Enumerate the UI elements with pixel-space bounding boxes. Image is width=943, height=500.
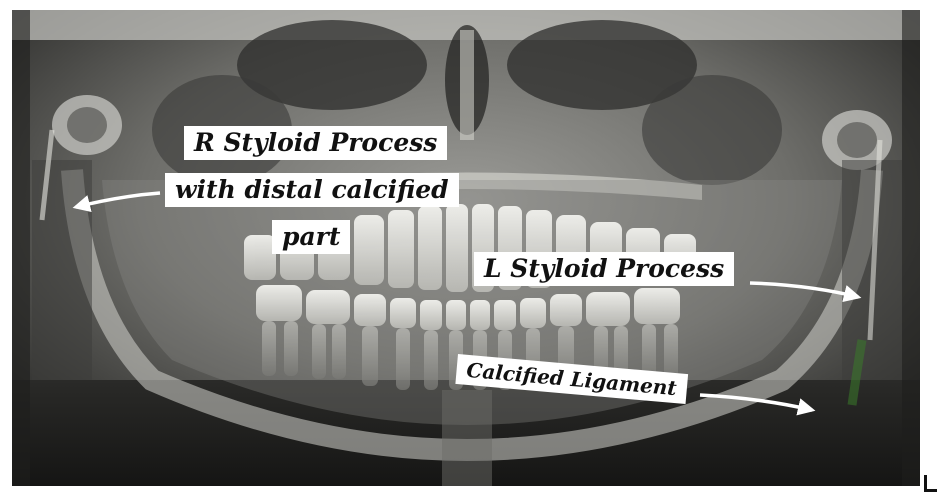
l-styloid-label: L Styloid Process xyxy=(474,252,735,286)
corner-crop-mark xyxy=(924,475,937,492)
panoramic-radiograph xyxy=(12,10,920,486)
r-styloid-label-line3: part xyxy=(272,220,351,254)
xray-image xyxy=(12,10,920,486)
lower-teeth xyxy=(256,285,680,330)
r-styloid-label-line2: with distal calcified xyxy=(165,173,459,207)
r-styloid-label-line1: R Styloid Process xyxy=(184,126,448,160)
